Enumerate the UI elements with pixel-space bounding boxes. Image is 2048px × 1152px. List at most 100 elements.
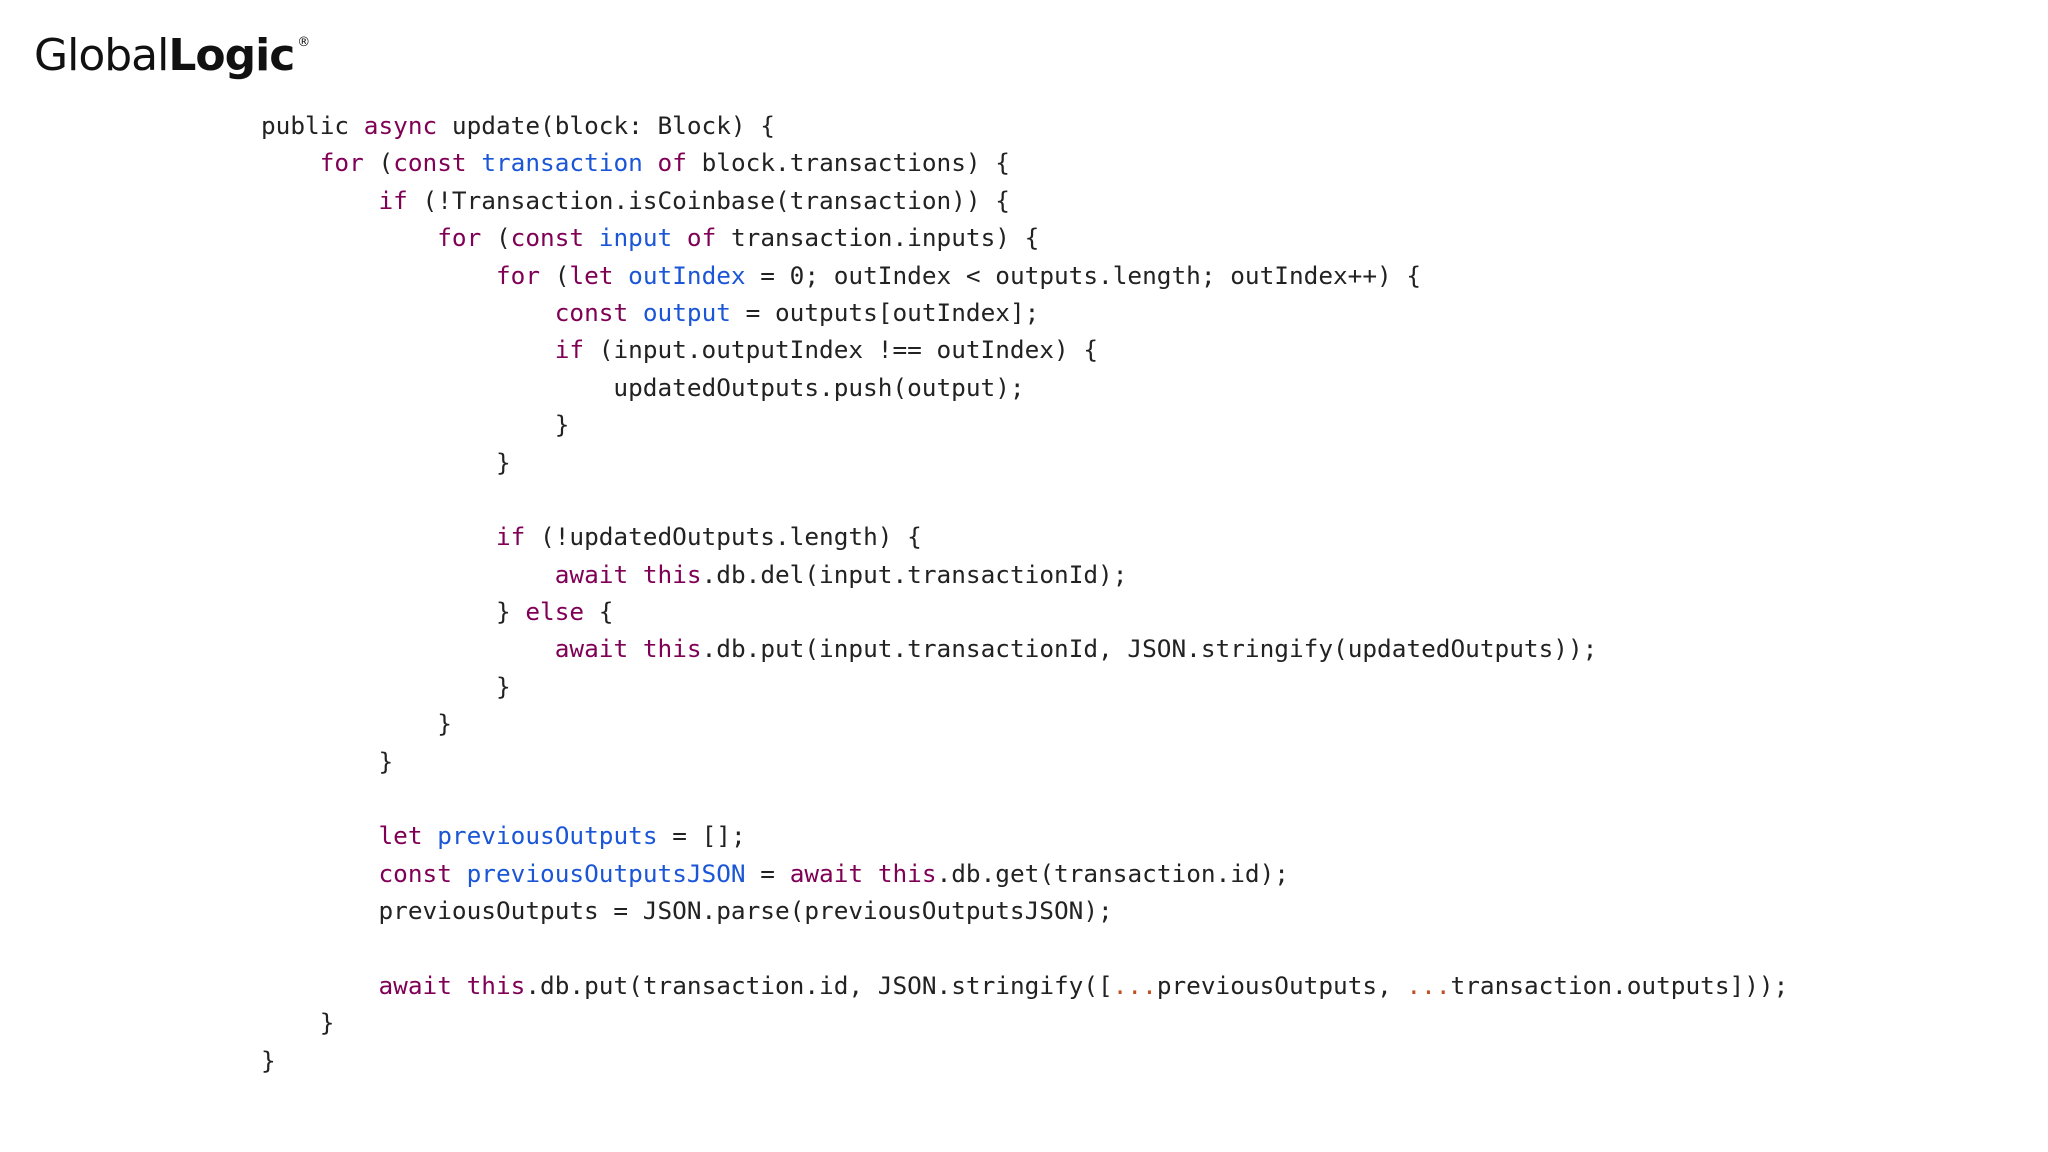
- code-line: previousOutputs = JSON.parse(previousOut…: [261, 892, 1788, 929]
- code-token: (!updatedOutputs.length) {: [525, 522, 922, 552]
- code-token: async: [363, 111, 438, 140]
- code-line: const previousOutputsJSON = await this.d…: [261, 855, 1788, 892]
- code-token: [584, 223, 599, 252]
- code-line: public async update(block: Block) {: [261, 107, 1788, 144]
- code-token: [261, 186, 378, 215]
- code-token: [261, 821, 378, 850]
- logo-text-global: Global: [34, 30, 169, 81]
- code-token: .db.put(transaction.id, JSON.stringify([: [525, 970, 1113, 1000]
- code-token: for: [495, 260, 541, 290]
- code-token: (input.outputIndex !== outIndex) {: [584, 335, 1099, 365]
- code-token: for: [319, 148, 364, 178]
- code-token: [261, 335, 555, 364]
- code-token: }: [261, 410, 570, 440]
- code-line: const output = outputs[outIndex];: [261, 294, 1788, 331]
- code-line: } else {: [261, 593, 1788, 630]
- code-token: const: [378, 858, 452, 888]
- code-token: update(block: Block) {: [437, 111, 775, 140]
- code-token: = [];: [657, 821, 746, 851]
- code-line: updatedOutputs.push(output);: [261, 369, 1788, 406]
- code-line: }: [261, 406, 1788, 443]
- code-line: if (input.outputIndex !== outIndex) {: [261, 331, 1788, 368]
- code-token: transaction.outputs]));: [1450, 970, 1789, 1000]
- code-line: for (const transaction of block.transact…: [261, 144, 1788, 181]
- code-token: this: [466, 970, 526, 1000]
- code-token: output: [642, 297, 731, 327]
- code-line: }: [261, 444, 1788, 481]
- code-token: this: [642, 559, 702, 589]
- code-line: if (!Transaction.isCoinbase(transaction)…: [261, 182, 1788, 219]
- code-token: let: [569, 260, 614, 290]
- code-token: await: [378, 970, 452, 1000]
- code-token: const: [510, 223, 585, 253]
- code-token: [643, 148, 658, 177]
- code-token: (: [540, 260, 570, 290]
- code-token: [452, 859, 467, 888]
- code-line: await this.db.put(transaction.id, JSON.s…: [261, 967, 1788, 1004]
- code-token: ...: [1112, 970, 1157, 1000]
- code-line: for (let outIndex = 0; outIndex < output…: [261, 257, 1788, 294]
- code-token: this: [877, 858, 937, 888]
- code-token: }: [261, 447, 511, 477]
- code-block: public async update(block: Block) { for …: [261, 107, 1788, 1079]
- code-token: [261, 560, 555, 589]
- code-line: await this.db.put(input.transactionId, J…: [261, 630, 1788, 667]
- code-token: this: [642, 634, 702, 664]
- code-token: else: [525, 597, 585, 627]
- code-token: [261, 634, 555, 663]
- code-token: [261, 971, 378, 1000]
- code-token: }: [261, 1008, 335, 1038]
- code-token: [613, 261, 628, 290]
- code-token: [261, 859, 378, 888]
- code-line: }: [261, 668, 1788, 705]
- code-token: if: [378, 185, 408, 215]
- code-token: (!Transaction.isCoinbase(transaction)) {: [407, 185, 1010, 215]
- code-token: const: [554, 297, 629, 327]
- code-token: updatedOutputs.push(output);: [261, 372, 1025, 402]
- code-token: = 0; outIndex < outputs.length; outIndex…: [745, 260, 1422, 290]
- code-token: [628, 560, 643, 589]
- code-token: }: [261, 709, 452, 739]
- code-token: of: [686, 223, 717, 253]
- code-line: }: [261, 1042, 1788, 1079]
- logo-text-logic: Logic: [168, 30, 295, 81]
- code-line: [261, 780, 1788, 817]
- code-token: .db.del(input.transactionId);: [701, 559, 1128, 589]
- code-token: .db.get(transaction.id);: [936, 858, 1289, 888]
- code-token: (: [363, 148, 394, 178]
- code-token: =: [745, 858, 790, 888]
- code-line: }: [261, 1004, 1788, 1041]
- code-token: let: [378, 821, 423, 851]
- registered-mark: ®: [297, 35, 310, 50]
- code-token: [863, 859, 878, 888]
- code-line: let previousOutputs = [];: [261, 817, 1788, 854]
- code-line: [261, 930, 1788, 967]
- code-token: await: [789, 858, 864, 888]
- code-token: [261, 261, 496, 290]
- code-token: [261, 298, 555, 327]
- code-token: for: [437, 223, 482, 253]
- code-line: }: [261, 705, 1788, 742]
- code-token: [628, 298, 643, 327]
- code-token: previousOutputs = JSON.parse(previousOut…: [261, 896, 1113, 926]
- code-token: = outputs[outIndex];: [730, 297, 1040, 327]
- code-token: outIndex: [628, 260, 746, 290]
- code-token: {: [584, 597, 614, 627]
- code-token: [467, 148, 482, 177]
- code-token: await: [554, 559, 629, 589]
- code-line: await this.db.del(input.transactionId);: [261, 556, 1788, 593]
- code-token: previousOutputsJSON: [466, 858, 746, 888]
- code-token: ...: [1406, 970, 1451, 1000]
- code-token: const: [393, 148, 467, 178]
- code-token: [261, 223, 437, 252]
- code-token: [423, 821, 438, 850]
- code-token: previousOutputs: [437, 821, 658, 851]
- code-token: transaction.inputs) {: [716, 223, 1040, 253]
- code-token: (: [481, 223, 511, 253]
- code-line: }: [261, 743, 1788, 780]
- code-token: previousOutputs,: [1156, 970, 1407, 1000]
- code-token: input: [598, 223, 673, 253]
- code-token: transaction: [481, 148, 643, 178]
